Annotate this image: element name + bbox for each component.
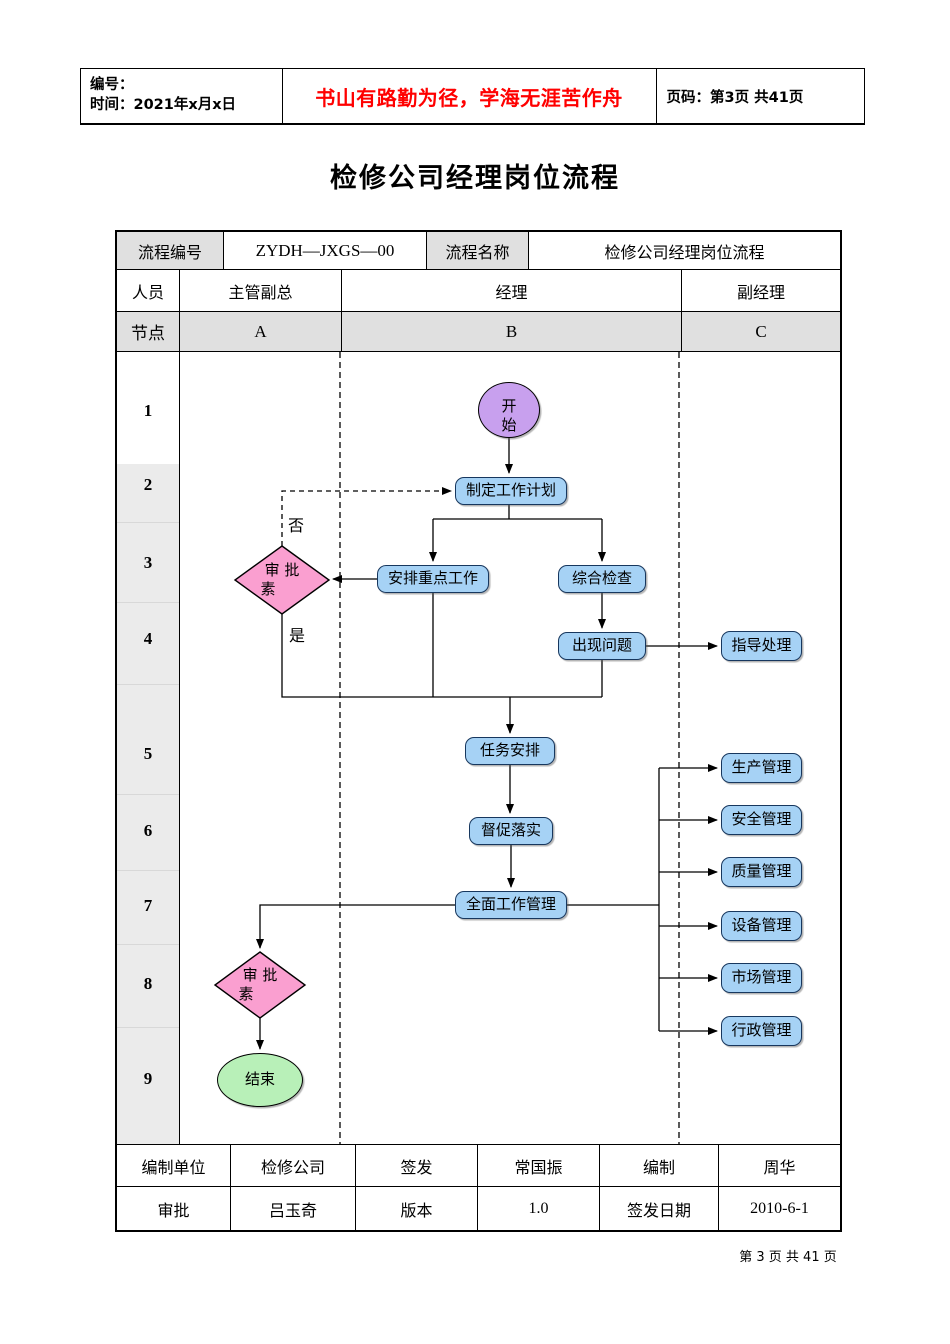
node-column-c: C xyxy=(682,312,840,351)
flow-node-plan: 制定工作计划 xyxy=(455,477,567,505)
step-number-5: 5 xyxy=(143,744,153,763)
flow-node-production-mgmt: 生产管理 xyxy=(721,753,802,783)
node-column-a: A xyxy=(180,312,342,351)
step-number-2: 2 xyxy=(143,475,153,494)
flow-node-quality-mgmt: 质量管理 xyxy=(721,857,802,887)
header-number-time-cell: 编号： 时间：2021年x月x日 xyxy=(81,69,282,123)
version-label: 版本 xyxy=(356,1187,478,1230)
edge-label-no: 否 xyxy=(288,516,305,535)
flow-node-market-mgmt: 市场管理 xyxy=(721,963,802,993)
step-number-6: 6 xyxy=(143,821,153,840)
flow-node-arrange-key-work: 安排重点工作 xyxy=(377,565,489,593)
step-number-shading xyxy=(117,464,179,1144)
flow-node-approval-2: 审 批 素 xyxy=(238,966,278,1003)
flow-node-approval-1: 审 批 素 xyxy=(260,561,300,598)
process-name-value: 检修公司经理岗位流程 xyxy=(604,242,765,262)
personnel-role-b: 经理 xyxy=(342,270,682,311)
page-title: 检修公司经理岗位流程 xyxy=(330,163,620,194)
approver-label: 审批 xyxy=(117,1187,231,1230)
process-meta-row: 流程编号 ZYDH—JXGS—00 流程名称 检修公司经理岗位流程 xyxy=(117,232,840,270)
issue-value: 常国振 xyxy=(478,1145,600,1186)
process-table: 流程编号 ZYDH—JXGS—00 流程名称 检修公司经理岗位流程 人员 主管副… xyxy=(115,230,842,1232)
personnel-row: 人员 主管副总 经理 副经理 xyxy=(117,270,840,312)
header-motto-cell: 书山有路勤为径，学海无涯苦作舟 xyxy=(281,69,656,123)
flow-node-start: 开始 xyxy=(478,382,540,438)
page-info-text: 页码：第3页 共41页 xyxy=(666,89,804,106)
issue-date-label: 签发日期 xyxy=(600,1187,719,1230)
compiler-label: 编制 xyxy=(600,1145,719,1186)
step-number-1: 1 xyxy=(143,401,153,420)
flow-node-admin-mgmt: 行政管理 xyxy=(721,1016,802,1046)
flow-node-problem-found: 出现问题 xyxy=(558,632,646,660)
process-no-label: 流程编号 xyxy=(117,232,224,269)
flow-node-end: 结束 xyxy=(217,1053,303,1107)
compile-unit-value: 检修公司 xyxy=(231,1145,356,1186)
step-number-9: 9 xyxy=(143,1069,153,1088)
process-no-value: ZYDH—JXGS—00 xyxy=(224,232,427,269)
doc-time-label: 时间：2021年x月x日 xyxy=(90,97,237,113)
flow-node-comprehensive-check: 综合检查 xyxy=(558,565,646,593)
step-number-column: 1 2 3 4 5 6 7 8 9 xyxy=(117,352,180,1144)
page-number-footer: 第 3 页 共 41 页 xyxy=(739,1250,837,1265)
compile-unit-label: 编制单位 xyxy=(117,1145,231,1186)
node-column-b: B xyxy=(342,312,682,351)
header-page-cell: 页码：第3页 共41页 xyxy=(655,69,864,123)
signoff-row-2: 审批 吕玉奇 版本 1.0 签发日期 2010-6-1 xyxy=(117,1187,840,1230)
node-letter-row: 节点 A B C xyxy=(117,312,840,352)
flow-node-task-assign: 任务安排 xyxy=(465,737,555,765)
step-number-3: 3 xyxy=(143,553,153,572)
issue-label: 签发 xyxy=(356,1145,478,1186)
personnel-label: 人员 xyxy=(117,270,180,311)
flow-node-safety-mgmt: 安全管理 xyxy=(721,805,802,835)
flow-node-guidance: 指导处理 xyxy=(721,631,802,661)
signoff-row-1: 编制单位 检修公司 签发 常国振 编制 周华 xyxy=(117,1144,840,1187)
step-number-4: 4 xyxy=(143,629,153,648)
version-value: 1.0 xyxy=(478,1187,600,1230)
process-name-label: 流程名称 xyxy=(427,232,529,269)
issue-date-value: 2010-6-1 xyxy=(750,1199,809,1217)
approver-value: 吕玉奇 xyxy=(231,1187,356,1230)
flow-node-equipment-mgmt: 设备管理 xyxy=(721,911,802,941)
personnel-role-a: 主管副总 xyxy=(180,270,342,311)
flow-node-supervise: 督促落实 xyxy=(469,817,553,845)
doc-number-label: 编号： xyxy=(90,77,134,94)
step-number-7: 7 xyxy=(143,896,153,915)
step-number-8: 8 xyxy=(143,974,153,993)
personnel-role-c: 副经理 xyxy=(736,282,785,302)
flowchart-area: 1 2 3 4 5 6 7 8 9 xyxy=(117,352,840,1144)
motto-text: 书山有路勤为径，学海无涯苦作舟 xyxy=(315,85,623,110)
node-label: 节点 xyxy=(117,312,180,351)
compiler-value: 周华 xyxy=(763,1157,796,1177)
edge-label-yes: 是 xyxy=(289,626,306,645)
page-header-table: 编号： 时间：2021年x月x日 书山有路勤为径，学海无涯苦作舟 页码：第3页 … xyxy=(80,68,865,125)
flow-node-overall-mgmt: 全面工作管理 xyxy=(455,891,567,919)
